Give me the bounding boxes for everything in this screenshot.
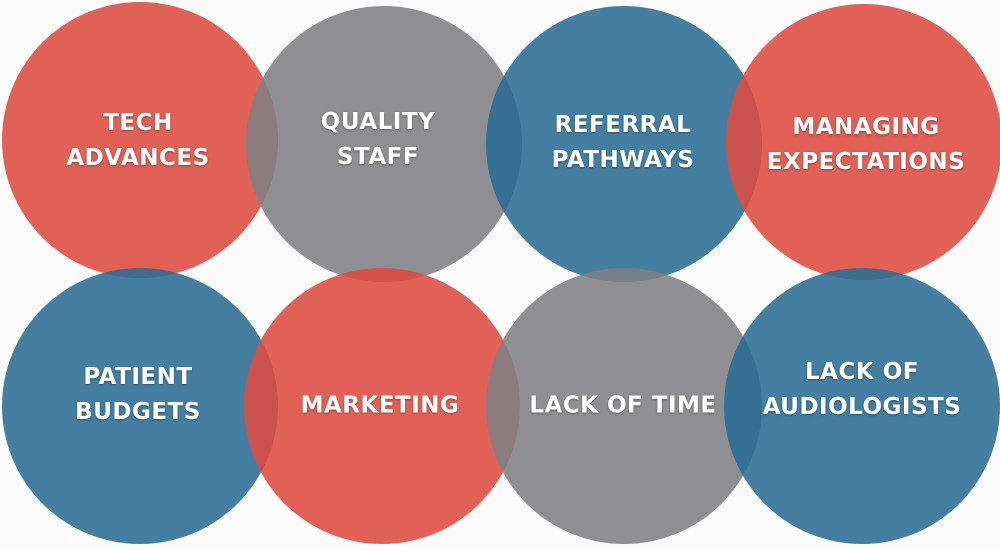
circle-lack-of-time xyxy=(486,268,762,544)
label-managing-expectations: MANAGING EXPECTATIONS xyxy=(766,114,966,175)
label-quality-staff: QUALITY STAFF xyxy=(320,109,436,170)
circle-marketing xyxy=(244,268,520,544)
circle-referral-pathways xyxy=(486,6,762,282)
label-lack-of-time: LACK OF TIME xyxy=(529,392,717,419)
circle-patient-budgets xyxy=(2,268,278,544)
circle-lack-of-audiologists xyxy=(724,268,1000,544)
label-tech-advances: TECH ADVANCES xyxy=(66,110,210,171)
label-patient-budgets: PATIENT BUDGETS xyxy=(75,364,201,425)
label-lack-of-audiologists: LACK OF AUDIOLOGISTS xyxy=(762,359,962,420)
circle-quality-staff xyxy=(246,6,522,282)
circle-managing-expectations xyxy=(726,4,1000,280)
label-marketing: MARKETING xyxy=(300,392,460,419)
label-referral-pathways: REFERRAL PATHWAYS xyxy=(551,112,695,173)
circle-tech-advances xyxy=(2,2,278,278)
